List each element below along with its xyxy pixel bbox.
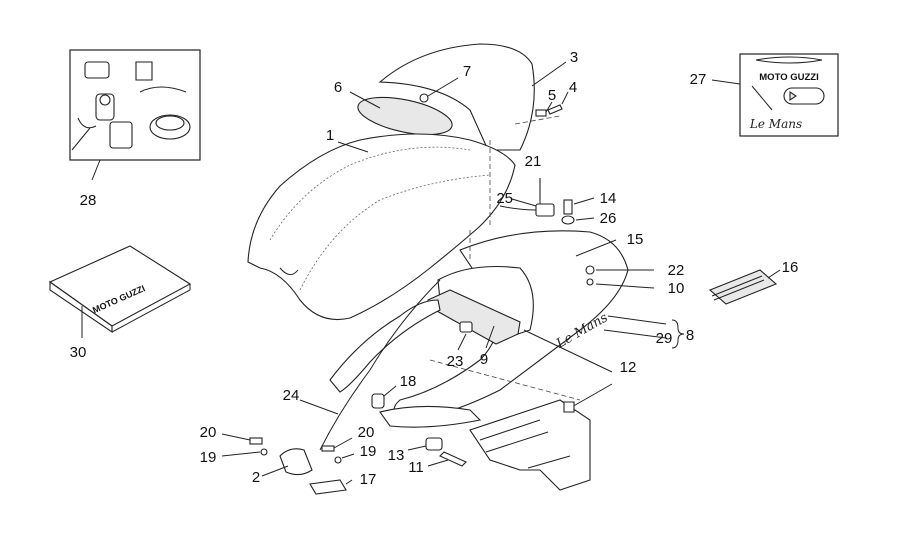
callout-25: 25 <box>496 190 513 207</box>
rear-frame <box>469 399 591 491</box>
seat-pad-drawing: 16 <box>708 259 799 305</box>
callout-29: 29 <box>656 330 673 347</box>
callout-19a: 19 <box>200 449 217 466</box>
decal-logo-text: MOTO GUZZI <box>759 72 818 83</box>
callout-20a: 20 <box>200 424 217 441</box>
callout-18: 18 <box>400 373 417 390</box>
ignition-lock-drawing <box>71 61 191 151</box>
seat-assembly-drawing: 1 6 7 3 5 4 <box>247 43 578 321</box>
callout-20b: 20 <box>358 424 375 441</box>
seat-cowl <box>378 43 535 151</box>
callout-3: 3 <box>570 49 578 66</box>
callout-5: 5 <box>548 87 556 104</box>
callout-15: 15 <box>627 231 644 248</box>
callout-7: 7 <box>463 63 471 80</box>
seat-lock-assembly-drawing: 24 18 2 20 19 20 19 17 13 11 <box>200 279 467 495</box>
decal-script-text: Le Mans <box>749 117 802 131</box>
decal-kit-box: MOTO GUZZI Le Mans 27 <box>690 53 839 137</box>
callout-6: 6 <box>334 79 342 96</box>
callout-28: 28 <box>80 192 97 209</box>
lower-rail <box>379 405 482 428</box>
cowl-pad <box>357 96 453 136</box>
callout-8: 8 <box>686 327 694 344</box>
callout-9: 9 <box>480 351 488 368</box>
callout-4: 4 <box>569 79 577 96</box>
callout-30: 30 <box>70 344 87 361</box>
callout-24: 24 <box>283 387 300 404</box>
latch-bracket <box>309 479 347 495</box>
callout-26: 26 <box>600 210 617 227</box>
callout-23: 23 <box>447 353 464 370</box>
callout-14: 14 <box>600 190 617 207</box>
callout-11: 11 <box>408 459 424 476</box>
callout-17: 17 <box>360 471 377 488</box>
tail-callouts: 21 25 14 26 15 22 10 29 8 12 23 9 <box>447 153 694 413</box>
lock-set-kit-box: 28 <box>69 49 201 209</box>
callout-13: 13 <box>388 447 405 464</box>
latch-body <box>279 448 313 476</box>
owners-manual-drawing: MOTO GUZZI 30 <box>48 245 192 361</box>
callout-10: 10 <box>668 280 685 297</box>
callout-12: 12 <box>620 359 637 376</box>
callout-2: 2 <box>252 469 260 486</box>
callout-27: 27 <box>690 71 707 88</box>
callout-16: 16 <box>782 259 799 276</box>
callout-1: 1 <box>326 127 334 144</box>
callout-19b: 19 <box>360 443 377 460</box>
callout-22: 22 <box>668 262 685 279</box>
callout-21: 21 <box>525 153 542 170</box>
